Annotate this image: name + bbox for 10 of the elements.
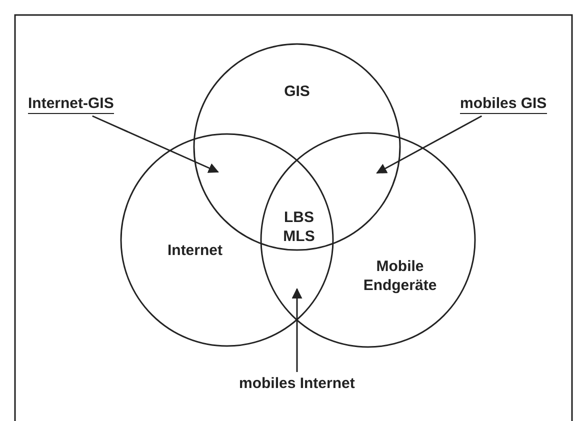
- leader-arrow: [292, 288, 302, 372]
- circle-label: Internet: [166, 241, 224, 260]
- leader-text: mobiles GIS: [460, 94, 547, 114]
- leader-arrow: [376, 115, 482, 174]
- leader-text: Internet-GIS: [28, 94, 114, 114]
- intersection-label: LBS MLS: [282, 208, 316, 246]
- leader-arrow: [92, 115, 219, 173]
- circle-label: GIS: [283, 82, 311, 101]
- leader-text: mobiles Internet: [239, 374, 355, 393]
- circle-label: Mobile Endgeräte: [362, 257, 438, 295]
